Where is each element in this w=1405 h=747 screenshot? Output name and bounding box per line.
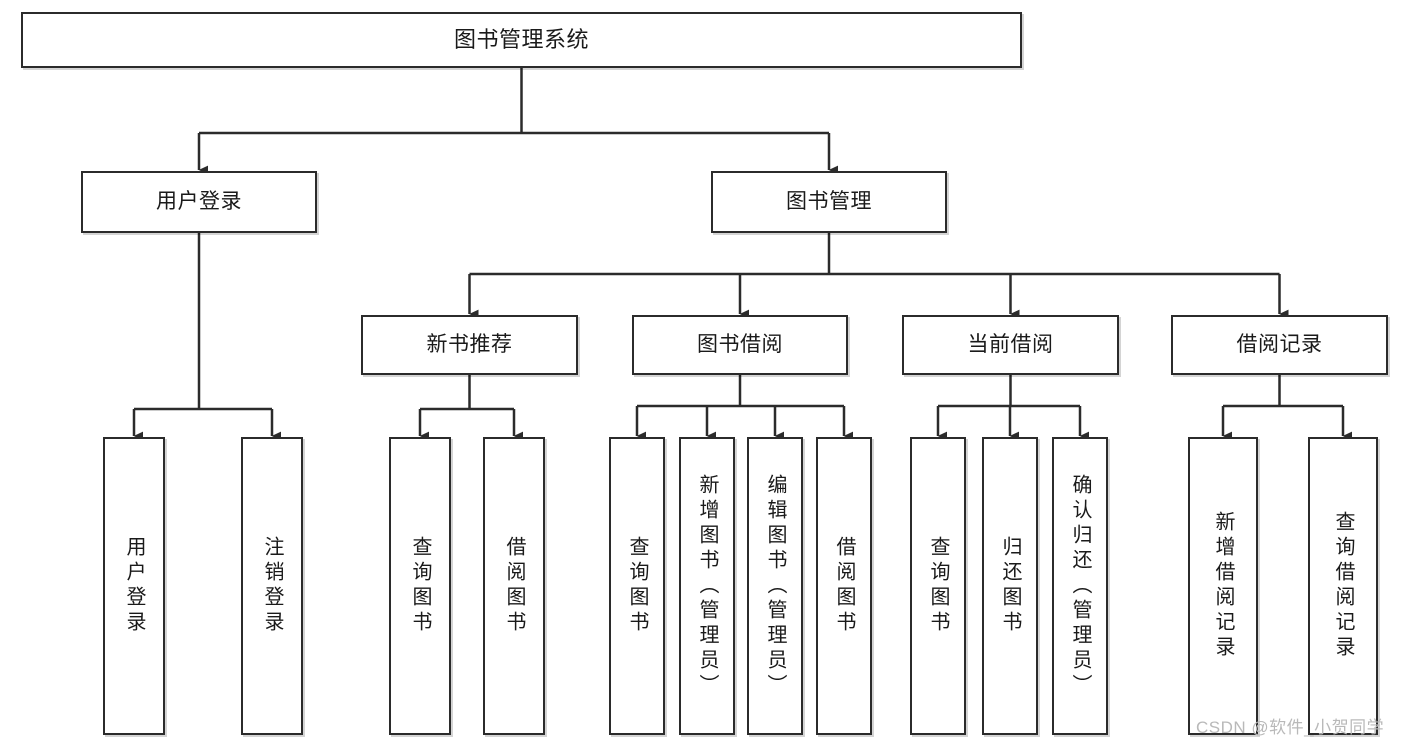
node-label-new-book-rec: 新书推荐 [426,332,513,356]
node-user-login[interactable]: 用户登录 [81,171,317,233]
node-leaf-br-query[interactable]: 查询借阅记录 [1308,437,1378,735]
node-label-leaf-user-login: 用户登录 [123,536,145,636]
node-leaf-bb-add[interactable]: 新增图书（管理员） [679,437,735,735]
node-leaf-user-logout[interactable]: 注销登录 [241,437,303,735]
node-new-book-rec[interactable]: 新书推荐 [361,315,578,375]
watermark-text: CSDN @软件_小贺同学 [1196,718,1385,737]
node-leaf-user-login[interactable]: 用户登录 [103,437,165,735]
node-current-borrow[interactable]: 当前借阅 [902,315,1119,375]
node-label-leaf-bb-edit: 编辑图书（管理员） [764,473,786,699]
node-book-manage[interactable]: 图书管理 [711,171,947,233]
node-leaf-bb-edit[interactable]: 编辑图书（管理员） [747,437,803,735]
node-label-leaf-bb-query: 查询图书 [626,536,648,636]
node-leaf-cb-query[interactable]: 查询图书 [910,437,966,735]
edges [132,68,1353,441]
node-label-leaf-rec-query: 查询图书 [409,536,431,636]
node-label-leaf-cb-return: 归还图书 [999,536,1021,636]
node-label-leaf-user-logout: 注销登录 [261,536,283,636]
node-leaf-bb-borrow[interactable]: 借阅图书 [816,437,872,735]
node-leaf-br-add[interactable]: 新增借阅记录 [1188,437,1258,735]
node-leaf-rec-borrow[interactable]: 借阅图书 [483,437,545,735]
node-label-book-borrow: 图书借阅 [697,332,783,356]
node-label-leaf-cb-query: 查询图书 [927,536,949,636]
node-borrow-record[interactable]: 借阅记录 [1171,315,1388,375]
node-leaf-cb-confirm[interactable]: 确认归还（管理员） [1052,437,1108,735]
node-leaf-rec-query[interactable]: 查询图书 [389,437,451,735]
node-label-leaf-br-query: 查询借阅记录 [1332,511,1354,661]
node-label-leaf-rec-borrow: 借阅图书 [503,536,525,636]
node-label-leaf-bb-borrow: 借阅图书 [833,536,855,636]
node-label-user-login: 用户登录 [156,189,242,213]
node-label-root: 图书管理系统 [453,27,589,53]
node-root[interactable]: 图书管理系统 [21,12,1022,68]
node-label-borrow-record: 借阅记录 [1236,332,1323,356]
node-book-borrow[interactable]: 图书借阅 [632,315,848,375]
node-label-leaf-cb-confirm: 确认归还（管理员） [1069,473,1091,699]
node-label-leaf-br-add: 新增借阅记录 [1212,511,1234,661]
node-label-book-manage: 图书管理 [786,189,872,213]
node-leaf-bb-query[interactable]: 查询图书 [609,437,665,735]
node-label-current-borrow: 当前借阅 [967,332,1054,356]
node-leaf-cb-return[interactable]: 归还图书 [982,437,1038,735]
node-label-leaf-bb-add: 新增图书（管理员） [696,473,718,699]
